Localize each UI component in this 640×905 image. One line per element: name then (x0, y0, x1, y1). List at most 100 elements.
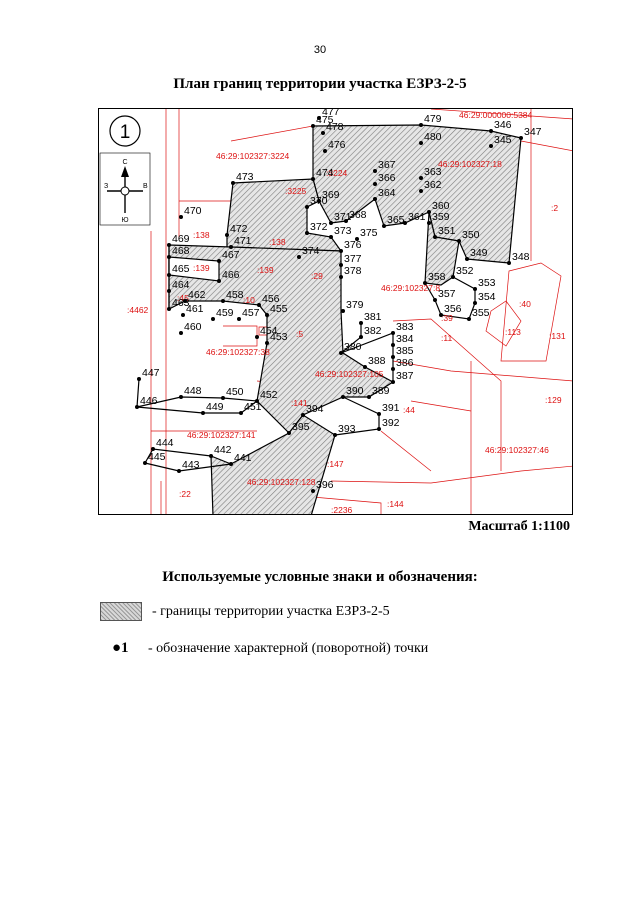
hatched-area-icon (100, 602, 142, 621)
point-label: 469 (172, 233, 190, 245)
cadastral-label: 46:29:102327:3224 (216, 151, 290, 161)
point-394-marker (301, 413, 305, 417)
legend-item-point: ●1 - обозначение характерной (поворотной… (112, 640, 436, 657)
cadastral-label: :129 (545, 395, 562, 405)
cadastral-label: :144 (387, 499, 404, 509)
map-canvas: 1 С Ю З В 46:29:000000:538446:29:102327:… (99, 109, 572, 515)
point-475-marker (311, 124, 315, 128)
point-446-marker (135, 405, 139, 409)
cadastral-label: :5 (296, 329, 303, 339)
point-label: 447 (142, 367, 160, 379)
point-label: 384 (396, 333, 414, 345)
point-462-marker (183, 299, 187, 303)
point-label: 477 (322, 109, 340, 118)
point-370-marker (305, 205, 309, 209)
point-label: 345 (494, 134, 512, 146)
point-label: 442 (214, 444, 232, 456)
point-360-marker (427, 210, 431, 214)
point-359-marker (427, 221, 431, 225)
point-385-marker (391, 355, 395, 359)
point-label: 445 (148, 451, 166, 463)
point-465-marker (167, 273, 171, 277)
point-label: 375 (360, 227, 378, 239)
point-label: 373 (334, 225, 352, 237)
cadastral-label: :44 (403, 405, 415, 415)
point-346-marker (489, 129, 493, 133)
point-452-marker (255, 399, 259, 403)
point-label: 448 (184, 385, 202, 397)
point-label: 396 (316, 479, 334, 491)
cadastral-label: :2236 (331, 505, 353, 515)
point-label: 348 (512, 251, 530, 263)
point-label: 468 (172, 245, 190, 257)
cadastral-label: :45 (177, 293, 189, 303)
compass-west: З (104, 183, 108, 190)
point-label: 454 (260, 325, 278, 337)
point-label: 466 (222, 269, 240, 281)
point-label: 460 (184, 321, 202, 333)
point-label: 476 (328, 139, 346, 151)
point-444-marker (151, 447, 155, 451)
point-470-marker (179, 215, 183, 219)
point-label: 372 (310, 221, 328, 233)
point-label: 464 (172, 279, 190, 291)
point-369-marker (317, 199, 321, 203)
point-447-marker (137, 377, 141, 381)
point-label: 350 (462, 229, 480, 241)
point-label: 353 (478, 277, 496, 289)
point-label: 393 (338, 423, 356, 435)
compass-north: С (122, 159, 127, 166)
point-label: 379 (346, 299, 364, 311)
cadastral-label: :3224 (326, 168, 348, 178)
point-label: 380 (344, 341, 362, 353)
point-363-marker (419, 176, 423, 180)
point-356-marker (439, 313, 443, 317)
cadastral-label: 46:29:102327:46 (485, 445, 549, 455)
point-label: 354 (478, 291, 496, 303)
cadastral-label: :138 (193, 230, 210, 240)
point-label: 357 (438, 288, 456, 300)
point-label: 444 (156, 437, 174, 449)
point-441-marker (229, 462, 233, 466)
point-355-marker (467, 317, 471, 321)
point-label: 358 (428, 271, 446, 283)
legend-text: - границы территории участка ЕЗРЗ-2-5 (152, 603, 390, 619)
point-label: 349 (470, 247, 488, 259)
cadastral-label: :11 (441, 333, 452, 343)
compass-south: Ю (121, 217, 128, 224)
point-461-marker (181, 313, 185, 317)
cadastral-label: :147 (327, 459, 344, 469)
point-467-marker (217, 259, 221, 263)
point-label: 347 (524, 126, 542, 138)
cadastral-label: :10 (243, 295, 255, 305)
point-478-marker (321, 131, 325, 135)
point-393-marker (333, 433, 337, 437)
point-459-marker (211, 317, 215, 321)
point-468-marker (167, 255, 171, 259)
point-label: 374 (302, 245, 320, 257)
point-387-marker (391, 380, 395, 384)
point-label: 382 (364, 325, 382, 337)
cadastral-label: 46:29:102327:128 (247, 477, 316, 487)
cadastral-label: :29 (311, 271, 323, 281)
point-377-marker (339, 263, 343, 267)
point-480-marker (419, 141, 423, 145)
point-label: 450 (226, 386, 244, 398)
cadastral-label: 46:29:000000:5384 (459, 110, 533, 120)
point-366-marker (373, 182, 377, 186)
cadastral-label: :22 (179, 489, 191, 499)
sheet-number: 1 (120, 122, 131, 143)
point-460-marker (179, 331, 183, 335)
point-357-marker (433, 298, 437, 302)
cadastral-label: :138 (269, 237, 286, 247)
cadastral-label: :139 (193, 263, 210, 273)
cadastral-label: :131 (549, 331, 566, 341)
point-label: 480 (424, 131, 442, 143)
point-389-marker (367, 395, 371, 399)
point-448-marker (179, 395, 183, 399)
cadastral-label: 46:29:102327:38 (206, 347, 270, 357)
point-450-marker (221, 396, 225, 400)
point-388-marker (363, 365, 367, 369)
point-386-marker (391, 367, 395, 371)
